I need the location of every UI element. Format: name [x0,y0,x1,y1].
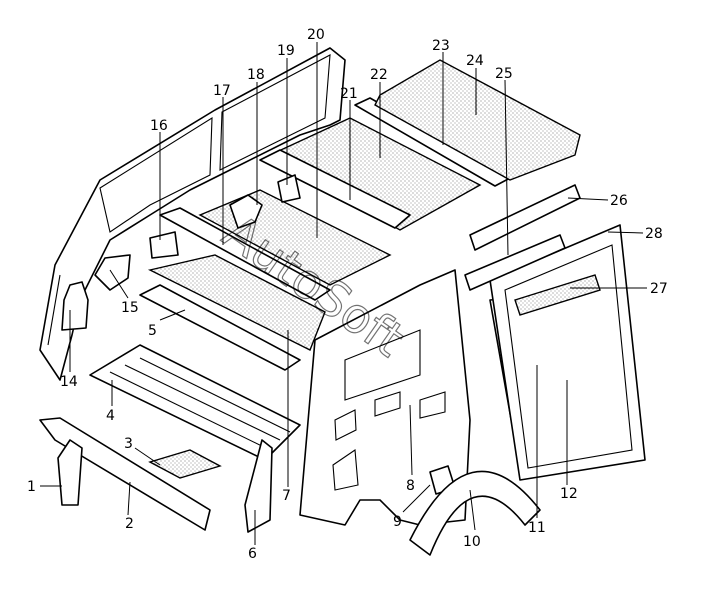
part-24-roof-outer [374,59,581,181]
label-26: 26 [610,193,628,209]
label-22: 22 [370,67,388,83]
part-25-rail [464,234,566,291]
label-28: 28 [645,226,663,242]
part-17-roof-bow [159,207,331,301]
label-20: 20 [307,27,325,43]
part-26-rail [469,184,581,251]
part-14-wheelhouse-cover [61,281,89,331]
label-17: 17 [213,83,231,99]
label-15: 15 [121,300,139,316]
label-11: 11 [528,520,546,536]
label-7: 7 [282,488,291,504]
label-25: 25 [495,66,513,82]
part-10-wheel-arch [409,470,541,556]
label-1: 1 [27,479,36,495]
part-16-plate [149,231,179,259]
label-3: 3 [124,436,133,452]
label-23: 23 [432,38,450,54]
label-18: 18 [247,67,265,83]
label-16: 16 [150,118,168,134]
part-28-door-frame [489,224,646,481]
part-1-bracket [57,439,83,506]
quarter-panel-cutouts [332,329,446,491]
label-8: 8 [406,478,415,494]
part-15-plate [94,254,131,291]
label-6: 6 [248,546,257,562]
part-7-panel [147,254,326,351]
label-9: 9 [393,514,402,530]
part-3-plate [148,449,222,479]
label-21: 21 [340,86,358,102]
floor-ribs [109,357,291,451]
label-2: 2 [125,516,134,532]
label-27: 27 [650,281,668,297]
label-4: 4 [106,408,115,424]
label-10: 10 [463,534,481,550]
leader-lines [40,42,647,545]
part-27-panel [514,274,601,316]
door-frame-inner [504,244,633,469]
part-18-bracket [229,194,263,229]
part-19-bracket [277,174,301,203]
part-5-panel [139,284,301,371]
part-21-cross-rail [259,149,411,229]
label-5: 5 [148,323,157,339]
label-14: 14 [60,374,78,390]
callout-labels: 1 2 3 4 5 6 7 8 9 10 11 12 14 15 16 17 1… [27,27,668,562]
label-12: 12 [560,486,578,502]
part-6-pillar [244,439,273,533]
label-24: 24 [466,53,484,69]
label-19: 19 [277,43,295,59]
part-2-cross-member [39,417,211,531]
